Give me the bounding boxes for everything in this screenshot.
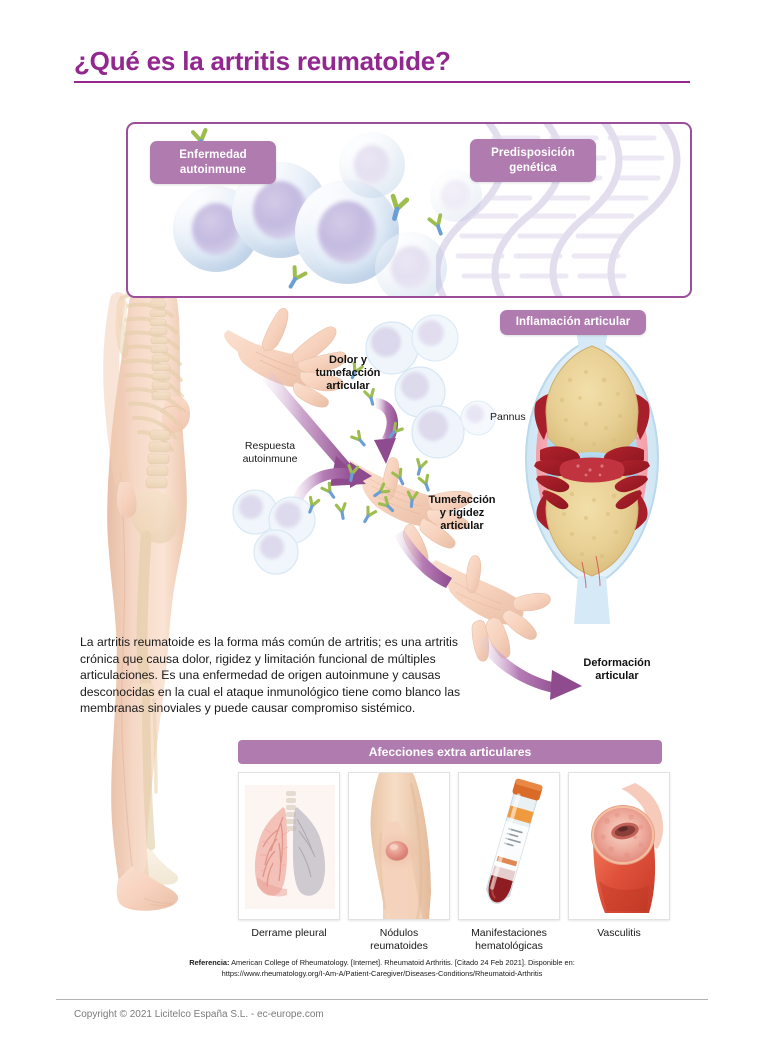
thumb-caption: Manifestaciones hematológicas <box>471 927 547 952</box>
label-tumefaccion-rigidez: Tumefacción y rigidez articular <box>428 494 496 532</box>
thumb-caption: Vasculitis <box>597 927 641 939</box>
immune-cell <box>430 170 482 222</box>
label-respuesta-autoinmune: Respuesta autoinmune <box>242 440 298 465</box>
immune-cell <box>375 232 447 296</box>
thumb-frame <box>568 772 670 920</box>
top-panel <box>126 122 692 298</box>
arrow-to-deformed-hand <box>394 530 452 588</box>
badge-inflamacion-articular: Inflamación articular <box>500 310 646 335</box>
thumb-caption: Nódulos reumatoides <box>370 927 428 952</box>
thumb-frame <box>238 772 340 920</box>
joint-inflammation-diagram <box>524 330 660 624</box>
reference-citation: American College of Rheumatology. [Inter… <box>229 958 575 967</box>
thumb-frame <box>458 772 560 920</box>
label-deformacion-articular: Deformación articular <box>583 657 651 682</box>
badge-autoinmune: Enfermedad autoinmune <box>150 141 276 184</box>
arrow-curve-left <box>290 462 372 510</box>
blood-tube-illustration-icon <box>459 773 559 919</box>
vessel-cross-section-illustration-icon <box>569 773 669 919</box>
extra-articular-thumbnails: Derrame pleural <box>238 772 670 953</box>
arrow-deformation <box>476 636 582 700</box>
arrow-curve-top <box>374 398 399 464</box>
lungs-illustration-icon <box>239 773 339 919</box>
intro-paragraph: La artritis reumatoide es la forma más c… <box>80 635 461 716</box>
badge-genetica: Predisposición genética <box>470 139 596 182</box>
footer-copyright: Copyright © 2021 Licitelco España S.L. -… <box>74 1009 324 1020</box>
antibody-icon <box>288 265 308 289</box>
footer-divider <box>56 999 708 1000</box>
immune-cell <box>339 132 405 198</box>
thumb-vasculitis: Vasculitis <box>568 772 670 953</box>
thumb-caption: Derrame pleural <box>251 927 327 939</box>
thumb-manifestaciones-hematologicas: Manifestaciones hematológicas <box>458 772 560 953</box>
label-pannus: Pannus <box>490 411 526 423</box>
antibody-icon <box>427 213 443 236</box>
reference-label: Referencia: <box>189 958 230 967</box>
thumb-frame <box>348 772 450 920</box>
figure-skeleton <box>115 251 184 885</box>
antibody-icon <box>390 193 410 221</box>
immune-cell <box>295 180 399 284</box>
page-title: ¿Qué es la artritis reumatoide? <box>74 46 451 76</box>
title-underline <box>74 81 690 84</box>
reference-url: https://www.rheumatology.org/I-Am-A/Pati… <box>221 968 543 978</box>
reference-block: Referencia: American College of Rheumato… <box>92 958 672 979</box>
title-block: ¿Qué es la artritis reumatoide? <box>74 46 690 84</box>
extra-articular-header: Afecciones extra articulares <box>238 740 662 764</box>
pannus-tissue <box>534 446 650 510</box>
dna-helix-icon <box>436 124 681 296</box>
label-dolor-tumefaccion: Dolor y tumefacción articular <box>315 354 381 392</box>
thumb-nodulos-reumatoides: Nódulos reumatoides <box>348 772 450 953</box>
elbow-nodule-illustration-icon <box>349 773 449 919</box>
thumb-derrame-pleural: Derrame pleural <box>238 772 340 953</box>
